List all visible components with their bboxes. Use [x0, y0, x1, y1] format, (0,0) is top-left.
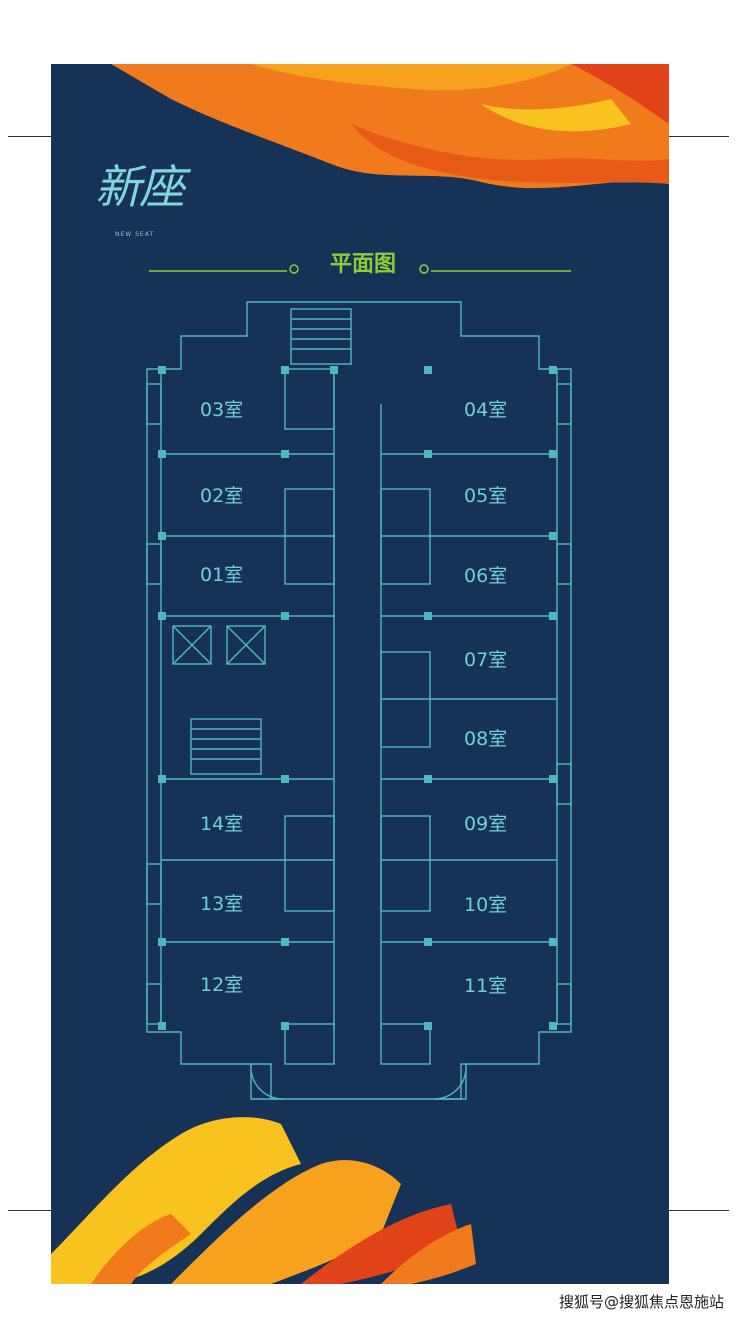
room-label-03: 03室: [200, 399, 244, 421]
room-label-07: 07室: [464, 649, 508, 671]
room-label-01: 01室: [200, 564, 244, 586]
crop-mark-bottom-left: [8, 1210, 51, 1211]
room-label-12: 12室: [200, 974, 244, 996]
room-label-02: 02室: [200, 485, 244, 507]
room-label-06: 06室: [464, 565, 508, 587]
crop-mark-top-left: [8, 136, 51, 137]
room-label-09: 09室: [464, 813, 508, 835]
room-label-11: 11室: [464, 975, 508, 997]
brush-stroke-top: [111, 64, 669, 189]
room-label-13: 13室: [200, 893, 244, 915]
brush-stroke-bottom: [51, 1117, 476, 1284]
watermark: 搜狐号@搜狐焦点恩施站: [558, 1293, 724, 1311]
room-label-04: 04室: [464, 399, 508, 421]
poster: 新座 NEW SEAT 平面图 03室 04室 02室 05室 01室 06室 …: [51, 64, 669, 1284]
brand-logo: 新座: [95, 160, 185, 214]
room-label-10: 10室: [464, 894, 508, 916]
crop-mark-top-right: [669, 136, 729, 137]
title-ornament: [149, 264, 571, 274]
room-label-14: 14室: [200, 813, 244, 835]
floor-plan: [146, 301, 572, 1100]
room-label-05: 05室: [464, 485, 508, 507]
plan-title: 平面图: [329, 252, 396, 277]
structural-columns: [158, 366, 557, 1030]
brand-logo-subtitle: NEW SEAT: [115, 231, 155, 238]
crop-mark-bottom-right: [669, 1210, 729, 1211]
room-label-08: 08室: [464, 728, 508, 750]
floor-plan-drawing: [51, 64, 669, 1284]
